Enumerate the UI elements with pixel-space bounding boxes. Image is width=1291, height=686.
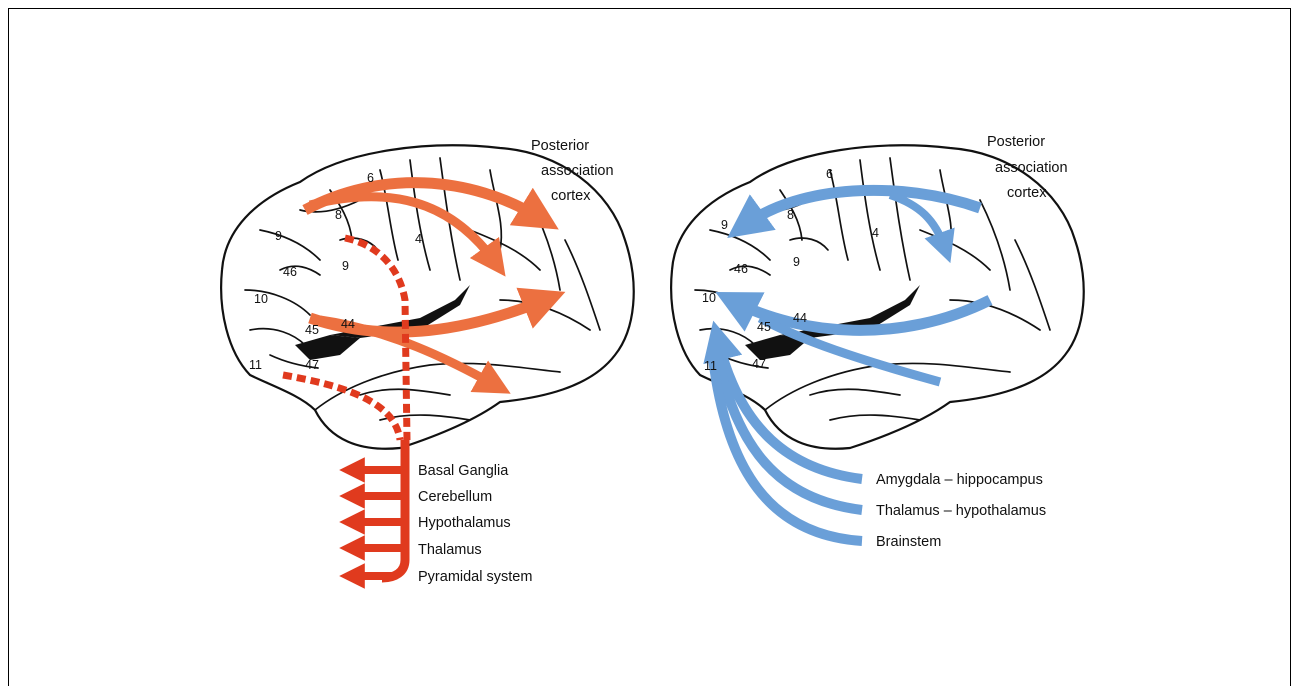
right-area-9b: 9 (793, 255, 800, 269)
right-posterior-label-1: Posterior (987, 134, 1045, 150)
input-amygdala-hippocampus: Amygdala – hippocampus (876, 472, 1043, 488)
left-area-46: 46 (283, 265, 297, 279)
left-area-44: 44 (341, 317, 355, 331)
right-area-47: 47 (752, 357, 766, 371)
right-area-11: 11 (704, 359, 717, 373)
left-area-9a: 9 (275, 229, 282, 243)
output-thalamus: Thalamus (418, 542, 482, 558)
output-pyramidal-system: Pyramidal system (418, 569, 532, 585)
left-area-47: 47 (305, 358, 319, 372)
efferent-trunk (382, 440, 405, 578)
right-posterior-label-2: association (995, 160, 1068, 176)
right-area-6: 6 (826, 167, 833, 181)
left-brain: 6 8 4 9 9 46 10 45 44 11 47 Posterior as… (221, 138, 634, 585)
left-posterior-label-2: association (541, 163, 614, 179)
right-area-10: 10 (702, 291, 716, 305)
input-thalamus-hypothalamus: Thalamus – hypothalamus (876, 503, 1046, 519)
right-posterior-label-3: cortex (1007, 185, 1047, 201)
left-area-9b: 9 (342, 259, 349, 273)
right-area-46: 46 (734, 262, 748, 276)
left-posterior-label-3: cortex (551, 188, 591, 204)
output-hypothalamus: Hypothalamus (418, 515, 511, 531)
left-posterior-label-1: Posterior (531, 138, 589, 154)
left-area-6: 6 (367, 171, 374, 185)
left-area-11: 11 (249, 358, 262, 372)
left-area-8: 8 (335, 208, 342, 222)
left-area-4: 4 (415, 232, 422, 246)
left-area-45: 45 (305, 323, 319, 337)
right-brain: 6 8 9 4 46 9 10 45 44 11 47 Posterior as… (671, 134, 1084, 550)
right-area-44: 44 (793, 311, 807, 325)
output-basal-ganglia: Basal Ganglia (418, 463, 509, 479)
right-area-45: 45 (757, 320, 771, 334)
right-area-8: 8 (787, 208, 794, 222)
right-area-4: 4 (872, 226, 879, 240)
input-brainstem: Brainstem (876, 534, 941, 550)
output-cerebellum: Cerebellum (418, 489, 492, 505)
right-area-9a: 9 (721, 218, 728, 232)
left-area-10: 10 (254, 292, 268, 306)
